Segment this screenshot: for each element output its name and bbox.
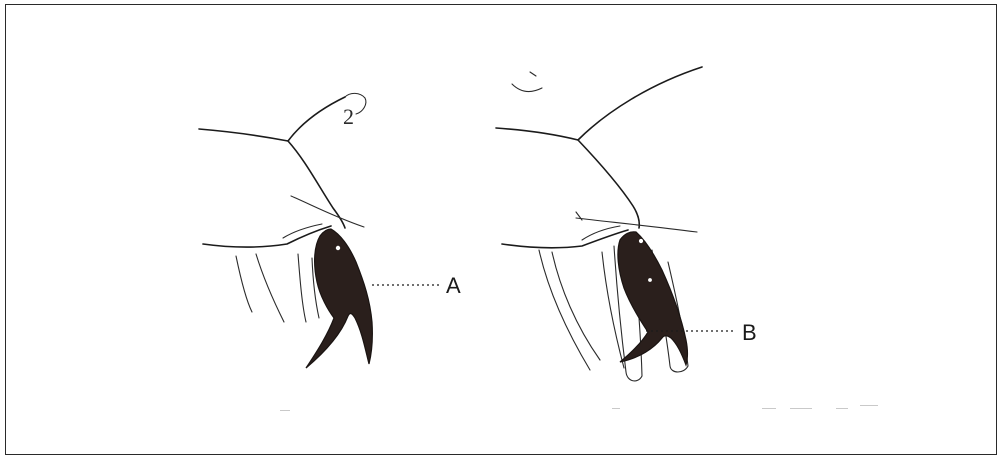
- right-claw-highlight-2: [648, 278, 652, 282]
- right-top-mark: [512, 84, 542, 91]
- right-joint-line: [578, 140, 639, 228]
- left-specimen: 2 A: [199, 93, 461, 368]
- sketch-number: 2: [343, 104, 354, 129]
- left-lower-outline: [203, 226, 331, 247]
- right-claw-highlight-1: [639, 239, 643, 243]
- left-joint-line: [288, 141, 345, 228]
- right-upper-outline: [496, 67, 702, 140]
- left-leg-line-3: [298, 254, 306, 322]
- right-cross-line: [576, 218, 697, 232]
- right-leg-line-2: [552, 252, 600, 360]
- left-leg-line-1: [236, 256, 252, 312]
- label-b: B: [742, 320, 757, 345]
- right-leg-line-1: [539, 250, 590, 370]
- right-lower-outline: [502, 230, 628, 248]
- scan-specks: [280, 405, 878, 411]
- right-inner-curve: [582, 226, 620, 240]
- right-top-tick: [530, 72, 536, 76]
- left-upper-outline: [199, 97, 345, 141]
- label-a: A: [446, 273, 461, 298]
- left-claw-highlight: [336, 246, 340, 250]
- right-specimen: B: [496, 67, 757, 381]
- left-leg-line-2: [256, 254, 284, 322]
